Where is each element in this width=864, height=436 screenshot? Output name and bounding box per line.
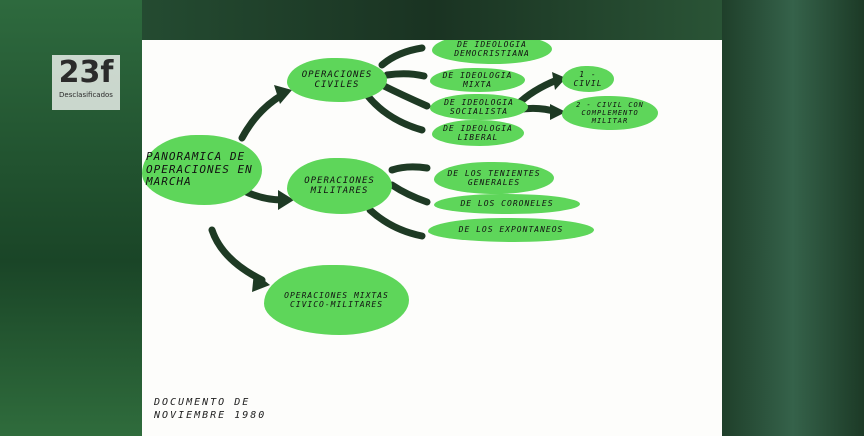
arrow-civ-3 (378, 81, 431, 110)
node-operaciones-civiles: OPERACIONES CIVILES (287, 58, 387, 102)
document-date-note: DOCUMENTO DE NOVIEMBRE 1980 (154, 396, 266, 422)
node-socialista: DE IDEOLOGIA SOCIALISTA (430, 94, 528, 120)
node-civil-complemento: 2 - CIVIL CON COMPLEMENTO MILITAR (562, 96, 658, 130)
arrow-mil-2 (388, 181, 431, 206)
arrow-civ-4 (363, 91, 426, 134)
logo-23f: 23f Desclasificados (52, 55, 120, 110)
document-page: PANORAMICA DE OPERACIONES EN MARCHA OPER… (142, 40, 722, 436)
node-coroneles: DE LOS CORONELES (434, 194, 580, 214)
background-photo-top (142, 0, 722, 40)
node-democristiana: DE IDEOLOGIA DEMOCRISTIANA (432, 40, 552, 64)
note-line-1: DOCUMENTO DE (154, 397, 251, 408)
background-photo-right (722, 0, 864, 436)
node-liberal: DE IDEOLOGIA LIBERAL (432, 120, 524, 146)
node-mixta: DE IDEOLOGIA MIXTA (430, 68, 525, 92)
logo-number: 23f (58, 55, 114, 90)
node-operaciones-militares: OPERACIONES MILITARES (287, 158, 392, 214)
node-civil: 1 - CIVIL (562, 66, 614, 92)
node-expontaneos: DE LOS EXPONTANEOS (428, 218, 594, 242)
node-root: PANORAMICA DE OPERACIONES EN MARCHA (142, 135, 262, 205)
node-tenientes-generales: DE LOS TENIENTES GENERALES (434, 162, 554, 194)
arrows (208, 44, 566, 292)
node-operaciones-mixtas: OPERACIONES MIXTAS CIVICO-MILITARES (264, 265, 409, 335)
arrow-mil-1 (388, 163, 431, 174)
logo-subtitle: Desclasificados (59, 91, 113, 99)
arrow-root-civiles (238, 91, 286, 142)
note-line-2: NOVIEMBRE 1980 (154, 410, 267, 421)
arrow-mil-3 (366, 206, 426, 240)
arrow-civ-2 (383, 70, 428, 80)
arrow-civ-1 (378, 44, 426, 69)
